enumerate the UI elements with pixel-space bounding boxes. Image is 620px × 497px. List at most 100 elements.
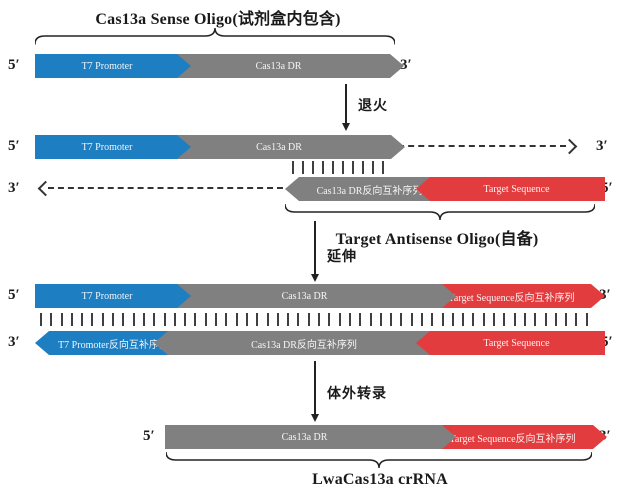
annealing-arrow — [342, 84, 350, 131]
dashed-arrowhead-right-icon — [561, 138, 578, 155]
transcription-arrow — [311, 361, 319, 422]
hybridization-tick — [173, 313, 176, 326]
hybridization-tick — [400, 313, 403, 326]
hybridization-tick — [523, 313, 526, 326]
end-label-3prime: 3′ — [8, 334, 20, 350]
antisense-oligo-brace — [285, 204, 595, 221]
segment-cas13a-dr: Cas13a DR — [165, 54, 404, 78]
hybridization-tick — [225, 313, 228, 326]
segment-target-sequence-rc: Target Sequence反向互补序列 — [430, 284, 605, 308]
hybridization-tick — [565, 313, 568, 326]
hybridization-tick — [369, 313, 372, 326]
strand-sense-oligo: 5′ Cas13a DR T7 Promoter 3′ — [0, 54, 620, 78]
segment-t7-promoter: T7 Promoter — [35, 135, 191, 159]
end-label-3prime: 3′ — [596, 138, 608, 154]
hybridization-tick — [482, 313, 485, 326]
end-label-5prime: 5′ — [601, 180, 613, 196]
hybridization-tick — [554, 313, 557, 326]
hybridization-tick — [235, 313, 238, 326]
hybridization-tick — [245, 313, 248, 326]
end-label-3prime: 3′ — [400, 57, 412, 73]
hybridization-tick — [493, 313, 496, 326]
hybridization-tick — [276, 313, 279, 326]
antisense-oligo-title: Target Antisense Oligo(自备) — [335, 231, 539, 248]
hybridization-tick — [215, 313, 218, 326]
duplex-hybridization-ticks — [40, 313, 588, 326]
hybridization-tick — [81, 313, 84, 326]
hybridization-tick — [585, 313, 588, 326]
extension-label: 延伸 — [327, 250, 357, 265]
hybridization-tick — [359, 313, 362, 326]
end-label-5prime: 5′ — [601, 334, 613, 350]
hybridization-tick — [362, 161, 364, 174]
hybridization-tick — [503, 313, 506, 326]
hybridization-tick — [312, 161, 314, 174]
hybridization-tick — [142, 313, 145, 326]
hybridization-tick — [194, 313, 197, 326]
hybridization-tick — [122, 313, 125, 326]
end-label-3prime: 3′ — [8, 180, 20, 196]
extension-arrow — [311, 221, 319, 282]
hybridization-tick — [112, 313, 115, 326]
segment-cas13a-dr: Cas13a DR — [165, 425, 456, 449]
hybridization-tick — [163, 313, 166, 326]
hybridization-tick — [379, 313, 382, 326]
hybridization-tick — [390, 313, 393, 326]
strand-target-antisense: 3′ Cas13a DR反向互补序列 Target Sequence 5′ — [0, 177, 620, 201]
transcription-label: 体外转录 — [327, 387, 387, 402]
segment-t7-promoter: T7 Promoter — [35, 284, 191, 308]
hybridization-tick — [266, 313, 269, 326]
extension-dashed-line — [398, 145, 566, 147]
hybridization-tick — [302, 161, 304, 174]
hybridization-tick — [513, 313, 516, 326]
crrna-brace — [166, 452, 592, 469]
hybridization-tick — [462, 313, 465, 326]
hybridization-tick — [153, 313, 156, 326]
hybridization-tick — [382, 161, 384, 174]
hybridization-tick — [50, 313, 53, 326]
hybridization-tick — [342, 161, 344, 174]
hybridization-tick — [575, 313, 578, 326]
sense-oligo-title: Cas13a Sense Oligo(试剂盒内包含) — [95, 11, 341, 28]
hybridization-tick — [328, 313, 331, 326]
extension-dashed-line — [48, 187, 283, 189]
segment-target-sequence: Target Sequence — [416, 331, 605, 355]
end-label-5prime: 5′ — [143, 428, 155, 444]
hybridization-tick — [91, 313, 94, 326]
annealing-label: 退火 — [358, 99, 388, 114]
hybridization-tick — [307, 313, 310, 326]
hybridization-tick — [256, 313, 259, 326]
hybridization-tick — [332, 161, 334, 174]
segment-target-sequence: Target Sequence — [416, 177, 605, 201]
segment-target-sequence-rc: Target Sequence反向互补序列 — [430, 425, 607, 449]
hybridization-tick — [318, 313, 321, 326]
segment-cas13a-dr: Cas13a DR — [165, 284, 456, 308]
strand-duplex-sense: 5′ Target Sequence反向互补序列 Cas13a DR T7 Pr… — [0, 284, 620, 308]
annealing-hybridization-ticks — [292, 161, 384, 174]
segment-t7-promoter: T7 Promoter — [35, 54, 191, 78]
hybridization-tick — [70, 313, 73, 326]
hybridization-tick — [287, 313, 290, 326]
hybridization-tick — [338, 313, 341, 326]
hybridization-tick — [297, 313, 300, 326]
hybridization-tick — [348, 313, 351, 326]
hybridization-tick — [431, 313, 434, 326]
end-label-3prime: 3′ — [599, 287, 611, 303]
hybridization-tick — [441, 313, 444, 326]
segment-cas13a-dr: Cas13a DR — [165, 135, 405, 159]
strand-duplex-antisense: 3′ T7 Promoter反向互补序列 Cas13a DR反向互补序列 Tar… — [0, 331, 620, 355]
sense-oligo-brace — [35, 28, 395, 45]
hybridization-tick — [204, 313, 207, 326]
hybridization-tick — [322, 161, 324, 174]
end-label-5prime: 5′ — [8, 138, 20, 154]
strand-sense-annealed: 5′ Cas13a DR T7 Promoter 3′ — [0, 135, 620, 159]
hybridization-tick — [184, 313, 187, 326]
end-label-5prime: 5′ — [8, 287, 20, 303]
hybridization-tick — [544, 313, 547, 326]
hybridization-tick — [451, 313, 454, 326]
hybridization-tick — [40, 313, 42, 326]
hybridization-tick — [101, 313, 104, 326]
hybridization-tick — [372, 161, 374, 174]
crrna-title: LwaCas13a crRNA — [312, 471, 448, 488]
